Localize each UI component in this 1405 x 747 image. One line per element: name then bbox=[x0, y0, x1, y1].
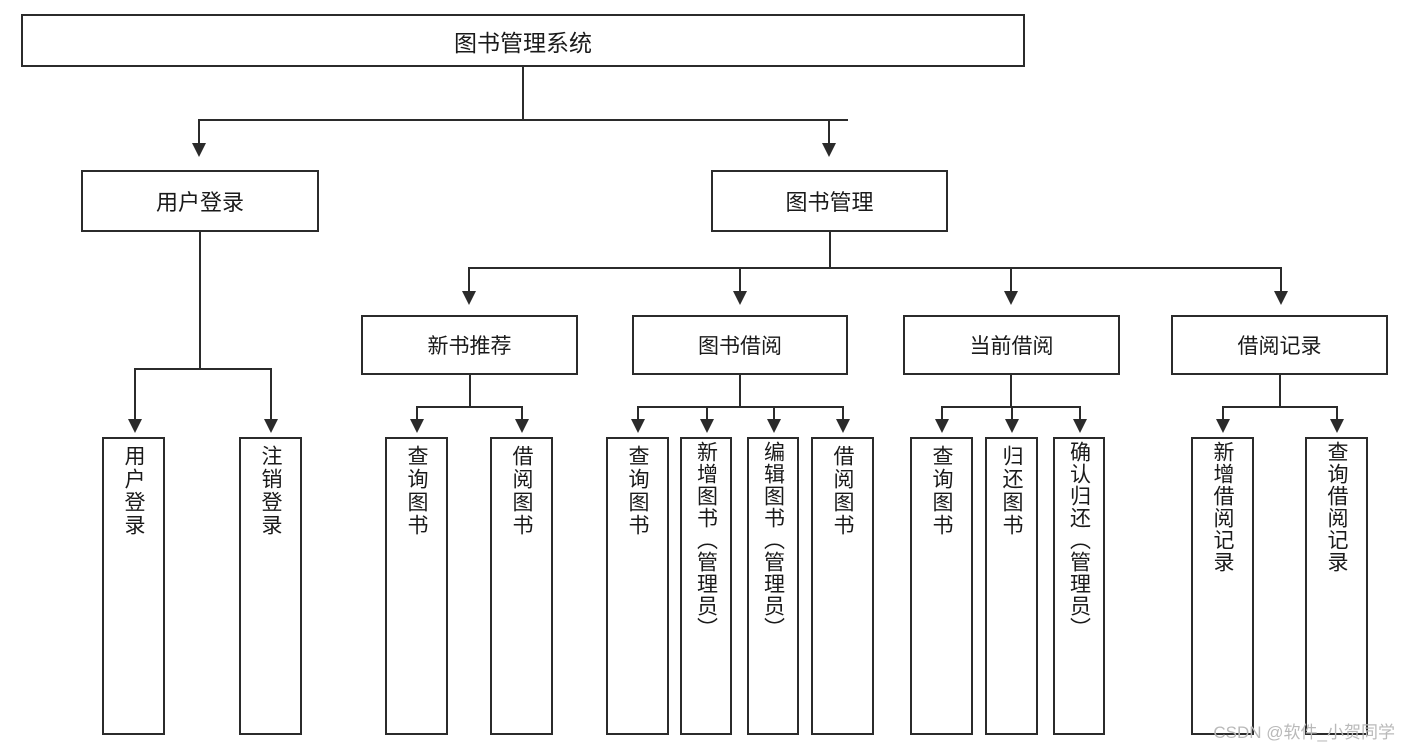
connector-nbr-branch-2 bbox=[521, 406, 523, 420]
arrowhead-user-login bbox=[192, 143, 206, 157]
connector-bm-branch-4 bbox=[1280, 267, 1282, 292]
node-borrow-record[interactable]: 借阅记录 bbox=[1171, 315, 1388, 375]
arrowhead-cb-query-book bbox=[935, 419, 949, 433]
leaf-bb-borrow-book[interactable]: 借阅图书 bbox=[811, 437, 874, 735]
arrowhead-bb-borrow-book bbox=[836, 419, 850, 433]
leaf-nbr-borrow-book[interactable]: 借阅图书 bbox=[490, 437, 553, 735]
arrowhead-cb-confirm-return bbox=[1073, 419, 1087, 433]
connector-br-stem bbox=[1279, 375, 1281, 408]
leaf-br-add-record[interactable]: 新增借阅记录 bbox=[1191, 437, 1254, 735]
connector-book-mgmt-bus bbox=[468, 267, 1280, 269]
connector-cb-stem bbox=[1010, 375, 1012, 408]
connector-nbr-branch-1 bbox=[416, 406, 418, 420]
node-label: 确认归还（管理员） bbox=[1067, 441, 1091, 639]
node-label: 归还图书 bbox=[1000, 445, 1023, 537]
connector-user-login-branch-1 bbox=[134, 368, 136, 420]
connector-user-login-stem bbox=[199, 232, 201, 370]
leaf-cb-confirm-return[interactable]: 确认归还（管理员） bbox=[1053, 437, 1105, 735]
node-label: 编辑图书（管理员） bbox=[761, 441, 785, 639]
arrowhead-book-borrow bbox=[733, 291, 747, 305]
leaf-user-login[interactable]: 用户登录 bbox=[102, 437, 165, 735]
leaf-bb-query-book[interactable]: 查询图书 bbox=[606, 437, 669, 735]
arrowhead-br-add-record bbox=[1216, 419, 1230, 433]
node-label: 当前借阅 bbox=[969, 335, 1054, 358]
arrowhead-bb-edit-book bbox=[767, 419, 781, 433]
arrowhead-leaf-logout bbox=[264, 419, 278, 433]
node-label: 查询图书 bbox=[930, 445, 953, 537]
connector-bb-bus bbox=[637, 406, 844, 408]
connector-user-login-bus bbox=[134, 368, 272, 370]
connector-nbr-stem bbox=[469, 375, 471, 408]
node-label: 查询图书 bbox=[626, 445, 649, 537]
node-user-login[interactable]: 用户登录 bbox=[81, 170, 319, 232]
arrowhead-nbr-query-book bbox=[410, 419, 424, 433]
arrowhead-nbr-borrow-book bbox=[515, 419, 529, 433]
connector-book-mgmt-stem bbox=[829, 232, 831, 268]
connector-bb-stem bbox=[739, 375, 741, 408]
arrowhead-borrow-record bbox=[1274, 291, 1288, 305]
node-label: 用户登录 bbox=[155, 190, 244, 215]
leaf-bb-add-book[interactable]: 新增图书（管理员） bbox=[680, 437, 732, 735]
node-label: 借阅记录 bbox=[1237, 335, 1322, 358]
connector-bb-branch-4 bbox=[842, 406, 844, 420]
connector-nbr-bus bbox=[416, 406, 523, 408]
connector-user-login-branch-2 bbox=[270, 368, 272, 420]
arrowhead-bb-add-book bbox=[700, 419, 714, 433]
node-book-management[interactable]: 图书管理 bbox=[711, 170, 948, 232]
node-label: 用户登录 bbox=[122, 445, 145, 537]
connector-root-to-user-login bbox=[198, 119, 200, 145]
node-label: 借阅图书 bbox=[831, 445, 854, 537]
connector-bb-branch-2 bbox=[706, 406, 708, 420]
connector-cb-branch-3 bbox=[1079, 406, 1081, 420]
connector-br-branch-1 bbox=[1222, 406, 1224, 420]
connector-bm-branch-1 bbox=[468, 267, 470, 292]
leaf-bb-edit-book[interactable]: 编辑图书（管理员） bbox=[747, 437, 799, 735]
node-label: 图书管理 bbox=[785, 190, 874, 215]
node-label: 查询借阅记录 bbox=[1325, 441, 1348, 573]
arrowhead-cb-return-book bbox=[1005, 419, 1019, 433]
connector-bm-branch-3 bbox=[1010, 267, 1012, 292]
leaf-br-query-record[interactable]: 查询借阅记录 bbox=[1305, 437, 1368, 735]
node-label: 新书推荐 bbox=[427, 335, 512, 358]
node-root-system[interactable]: 图书管理系统 bbox=[21, 14, 1025, 67]
node-label: 新增图书（管理员） bbox=[694, 441, 718, 639]
connector-cb-branch-2 bbox=[1011, 406, 1013, 420]
node-book-borrow[interactable]: 图书借阅 bbox=[632, 315, 848, 375]
node-label: 查询图书 bbox=[405, 445, 428, 537]
connector-bm-branch-2 bbox=[739, 267, 741, 292]
leaf-cb-query-book[interactable]: 查询图书 bbox=[910, 437, 973, 735]
connector-bb-branch-1 bbox=[637, 406, 639, 420]
arrowhead-br-query-record bbox=[1330, 419, 1344, 433]
arrowhead-current-borrow bbox=[1004, 291, 1018, 305]
connector-root-bus bbox=[198, 119, 848, 121]
arrowhead-book-mgmt bbox=[822, 143, 836, 157]
arrowhead-new-book-recommend bbox=[462, 291, 476, 305]
connector-root-to-book-mgmt bbox=[828, 119, 830, 145]
leaf-nbr-query-book[interactable]: 查询图书 bbox=[385, 437, 448, 735]
connector-cb-branch-1 bbox=[941, 406, 943, 420]
node-label: 图书管理系统 bbox=[454, 29, 592, 56]
arrowhead-bb-query-book bbox=[631, 419, 645, 433]
connector-bb-branch-3 bbox=[773, 406, 775, 420]
arrowhead-leaf-user-login bbox=[128, 419, 142, 433]
node-label: 注销登录 bbox=[259, 445, 282, 537]
leaf-logout[interactable]: 注销登录 bbox=[239, 437, 302, 735]
node-new-book-recommend[interactable]: 新书推荐 bbox=[361, 315, 578, 375]
node-label: 新增借阅记录 bbox=[1211, 441, 1234, 573]
connector-root-stem bbox=[522, 67, 524, 119]
leaf-cb-return-book[interactable]: 归还图书 bbox=[985, 437, 1038, 735]
node-label: 借阅图书 bbox=[510, 445, 533, 537]
connector-br-bus bbox=[1222, 406, 1338, 408]
node-current-borrow[interactable]: 当前借阅 bbox=[903, 315, 1120, 375]
node-label: 图书借阅 bbox=[698, 335, 782, 358]
connector-br-branch-2 bbox=[1336, 406, 1338, 420]
